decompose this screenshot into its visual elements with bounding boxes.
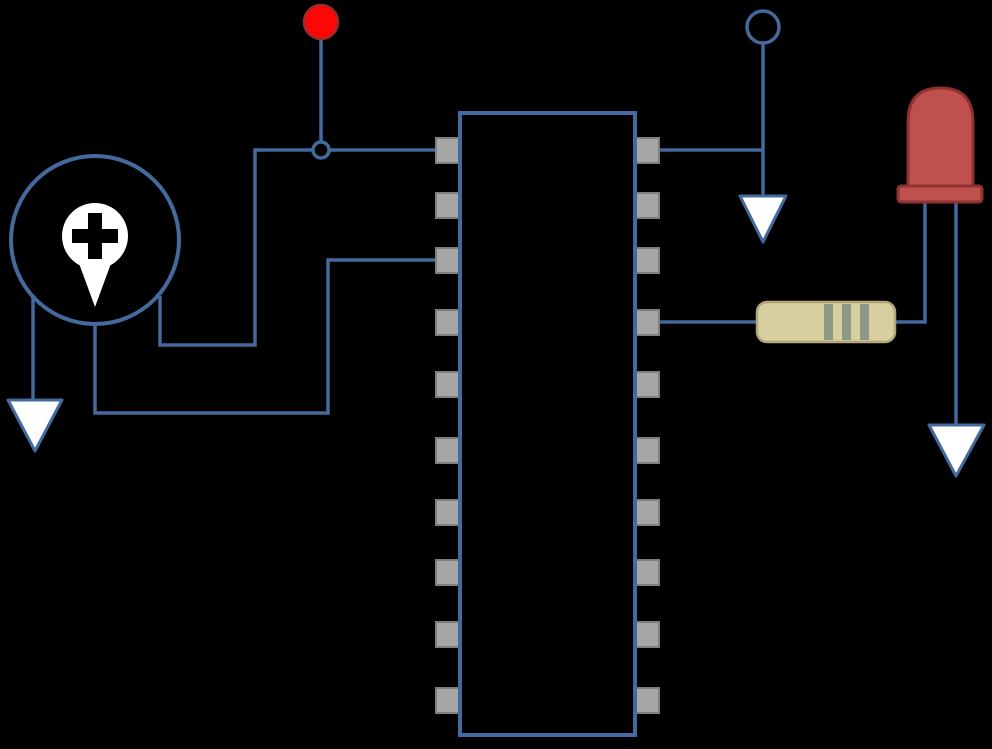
resistor xyxy=(755,300,897,344)
led-body xyxy=(906,86,975,190)
ic-pin xyxy=(633,309,660,336)
wire-resistor-to-led xyxy=(895,203,927,324)
ic-chip xyxy=(435,111,660,737)
ic-pin xyxy=(633,192,660,219)
ic-pin xyxy=(435,371,462,398)
ic-pin xyxy=(435,559,462,586)
ic-pin xyxy=(633,687,660,714)
wire-pot-top-net xyxy=(158,148,437,347)
ic-body xyxy=(458,111,637,737)
junction-node xyxy=(311,140,331,160)
ic-pin xyxy=(435,499,462,526)
ic-pin xyxy=(435,687,462,714)
ic-pin xyxy=(633,137,660,164)
ground-symbol-top-right xyxy=(738,194,788,244)
resistor-band xyxy=(842,304,851,340)
led xyxy=(896,86,984,204)
ic-pin xyxy=(435,621,462,648)
adjuster-pointer-icon xyxy=(77,258,113,307)
ic-pin xyxy=(633,559,660,586)
ic-pin xyxy=(435,437,462,464)
ic-pin xyxy=(435,247,462,274)
ground-symbol-far-right xyxy=(927,423,986,478)
ic-pin xyxy=(435,192,462,219)
ic-pin xyxy=(435,137,462,164)
potentiometer xyxy=(9,154,181,326)
ground-symbol-left xyxy=(6,398,64,453)
resistor-band xyxy=(860,304,869,340)
ic-pin xyxy=(633,371,660,398)
ic-pin xyxy=(435,309,462,336)
ic-pin xyxy=(633,247,660,274)
plus-icon xyxy=(72,213,118,259)
plus-vertical-bar xyxy=(88,213,102,259)
wire-pot-wiper-net xyxy=(93,258,437,415)
ic-pin xyxy=(633,499,660,526)
power-indicator-dot xyxy=(302,3,340,41)
open-terminal xyxy=(745,9,781,45)
ic-pin xyxy=(633,437,660,464)
led-flange xyxy=(896,184,984,204)
resistor-band xyxy=(824,304,833,340)
ic-pin xyxy=(633,621,660,648)
